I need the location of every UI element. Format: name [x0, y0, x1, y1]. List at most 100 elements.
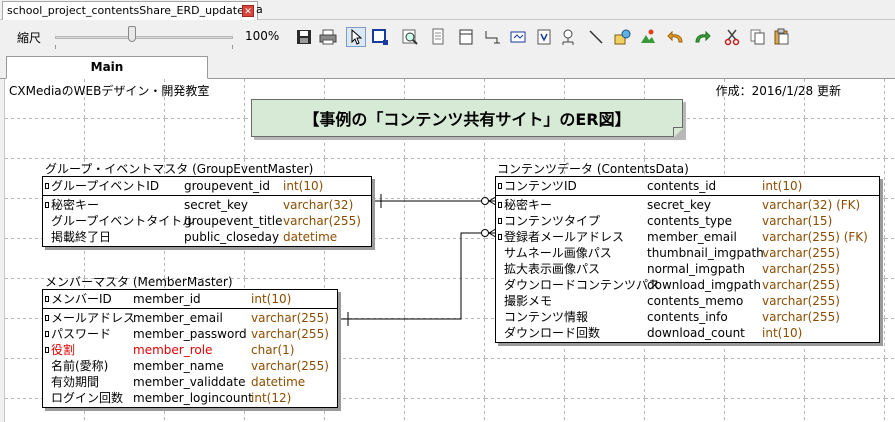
key-marker-icon — [498, 234, 502, 240]
relationship-lines — [338, 194, 500, 326]
cut-icon[interactable] — [722, 27, 742, 47]
physical-name: member_name — [133, 359, 224, 373]
attribute-row[interactable]: 名前(愛称) member_name varchar(255) — [43, 358, 337, 374]
relation-member-contents[interactable] — [338, 232, 489, 320]
data-type: varchar(255) — [251, 327, 329, 341]
filter-icon[interactable] — [534, 27, 554, 47]
note-icon[interactable] — [508, 27, 528, 47]
relation-line-icon[interactable] — [482, 27, 502, 47]
toolbar: 縮尺 100% — [0, 20, 895, 56]
data-type: varchar(255) — [251, 311, 329, 325]
data-type: int(12) — [251, 391, 292, 405]
save-icon[interactable] — [294, 27, 314, 47]
print-icon[interactable] — [318, 27, 338, 47]
physical-name: thumbnail_imgpath — [647, 246, 764, 260]
organization-label: CXMediaのWEBデザイン・開発教室 — [9, 84, 210, 98]
entity-title-group: グループ・イベントマスタ (GroupEventMaster) — [45, 162, 314, 176]
zoom-slider-track[interactable] — [55, 36, 233, 39]
zoom-icon[interactable] — [400, 27, 420, 47]
key-marker-icon — [45, 183, 49, 189]
physical-name: public_closeday — [184, 230, 280, 244]
data-type: varchar(255) — [283, 214, 361, 228]
area-select-icon[interactable] — [370, 27, 390, 47]
logical-name: コンテンツ情報 — [504, 310, 589, 324]
tab-main[interactable]: Main — [6, 56, 208, 79]
diagram-title-note[interactable]: 【事例の「コンテンツ共有サイト」のER図】 — [251, 99, 683, 137]
physical-name: contents_id — [647, 179, 717, 193]
document-tab[interactable]: school_project_contentsShare_ERD_update.… — [2, 1, 258, 20]
zoom-value: 100% — [245, 29, 280, 43]
logical-name: 秘密キー — [51, 198, 100, 212]
logical-name: 名前(愛称) — [51, 359, 109, 373]
logical-name: 役割 — [51, 343, 76, 357]
physical-name: secret_key — [647, 198, 711, 212]
diagram-canvas[interactable]: CXMediaのWEBデザイン・開発教室 作成：2016/1/28 更新 【事例… — [4, 79, 895, 422]
logical-name: メールアドレス — [51, 311, 136, 325]
select-pointer-icon[interactable] — [346, 27, 366, 47]
physical-name: member_email — [133, 311, 223, 325]
attribute-row[interactable]: 秘密キー secret_key varchar(32) — [43, 197, 371, 213]
logical-name: グループイベントタイトル — [51, 214, 195, 228]
created-label: 作成：2016/1/28 更新 — [715, 84, 841, 98]
logical-name: 登録者メールアドレス — [504, 230, 625, 244]
physical-name: contents_info — [647, 310, 728, 324]
logical-name: 掲載終了日 — [51, 230, 112, 244]
physical-name: normal_imgpath — [647, 262, 745, 276]
close-icon[interactable]: ✕ — [242, 5, 254, 17]
zoom-slider-ticks — [55, 45, 233, 49]
redo-icon[interactable] — [692, 27, 712, 47]
logical-name: サムネール画像パス — [504, 246, 612, 260]
entity-icon[interactable] — [612, 27, 632, 47]
logical-name: 拡大表示画像パス — [504, 262, 601, 276]
line-icon[interactable] — [586, 27, 606, 47]
key-marker-icon — [45, 347, 49, 353]
page-icon[interactable] — [428, 27, 448, 47]
key-marker-icon — [498, 218, 502, 224]
attribute-row[interactable]: コンテンツ情報 contents_info varchar(255) — [496, 309, 879, 325]
paste-icon[interactable] — [772, 27, 792, 47]
data-type: varchar(255) — [251, 359, 329, 373]
table-icon[interactable] — [456, 27, 476, 47]
physical-name: download_count — [647, 326, 745, 340]
undo-icon[interactable] — [666, 27, 686, 47]
logical-name: 有効期間 — [51, 375, 100, 389]
data-type: varchar(255) — [762, 294, 840, 308]
data-type: varchar(255) — [762, 310, 840, 324]
logical-name: メンバーID — [51, 292, 112, 306]
document-tab-label: school_project_contentsShare_ERD_update. — [7, 4, 248, 17]
key-marker-icon — [45, 202, 49, 208]
logical-name: ログイン回数 — [51, 391, 124, 405]
picture-icon[interactable] — [638, 27, 658, 47]
data-type: datetime — [251, 375, 306, 389]
copy-icon[interactable] — [748, 27, 768, 47]
physical-name: member_password — [133, 327, 247, 341]
zoom-slider-thumb[interactable] — [128, 26, 136, 42]
physical-name: member_id — [133, 292, 201, 306]
physical-name: secret_key — [184, 198, 248, 212]
data-type: varchar(32) — [283, 198, 354, 212]
zoom-label: 縮尺 — [17, 31, 42, 45]
tree-icon[interactable] — [558, 27, 578, 47]
document-tab-next[interactable]: a — [256, 3, 263, 16]
